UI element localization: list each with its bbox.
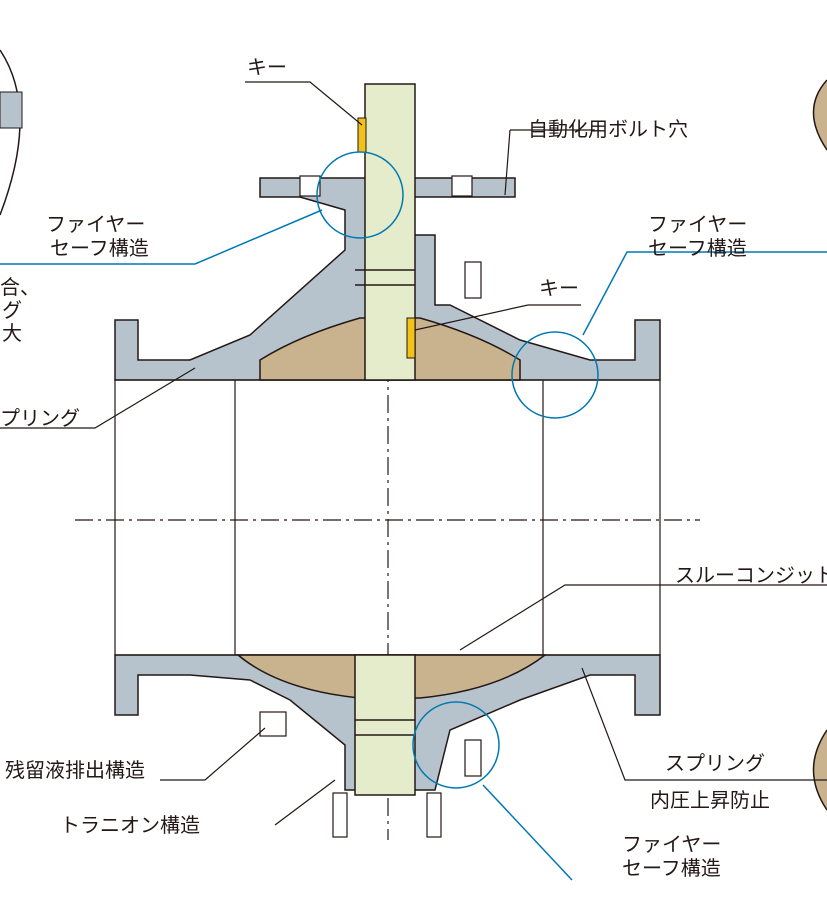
label-partial-left-2: グ [2, 298, 22, 322]
detail-circle-icon [316, 151, 599, 789]
label-key-mid: キー [539, 276, 579, 300]
label-pressure-rise-prevention: 内圧上昇防止 [650, 788, 770, 812]
label-spring-right: スプリング [665, 751, 765, 775]
label-through-conduit: スルーコンジット [675, 563, 827, 587]
label-partial-left-3: 大 [2, 321, 22, 345]
label-fire-safe-left-line2: セーフ構造 [50, 236, 149, 260]
label-fire-safe-bottom-line2: セーフ構造 [622, 856, 721, 880]
label-residual-drain: 残留液排出構造 [5, 758, 145, 782]
label-key-top: キー [247, 55, 287, 79]
label-partial-left-1: 合、 [0, 275, 40, 299]
label-bolt-hole: 自動化用ボルト穴 [528, 117, 688, 141]
detail-circle-icon [0, 49, 827, 811]
partial-view-block [0, 91, 23, 129]
label-fire-safe-left-line1: ファイヤー [46, 212, 146, 236]
label-spring-left: プリング [0, 406, 80, 430]
label-fire-safe-right-line1: ファイヤー [648, 212, 748, 236]
label-trunnion: トラニオン構造 [60, 813, 200, 837]
black-leader-lines [0, 81, 827, 826]
blue-leader-lines [0, 209, 827, 881]
label-fire-safe-bottom-line1: ファイヤー [622, 832, 722, 856]
label-fire-safe-right-line2: セーフ構造 [648, 236, 747, 260]
bolt-icon [259, 175, 482, 838]
